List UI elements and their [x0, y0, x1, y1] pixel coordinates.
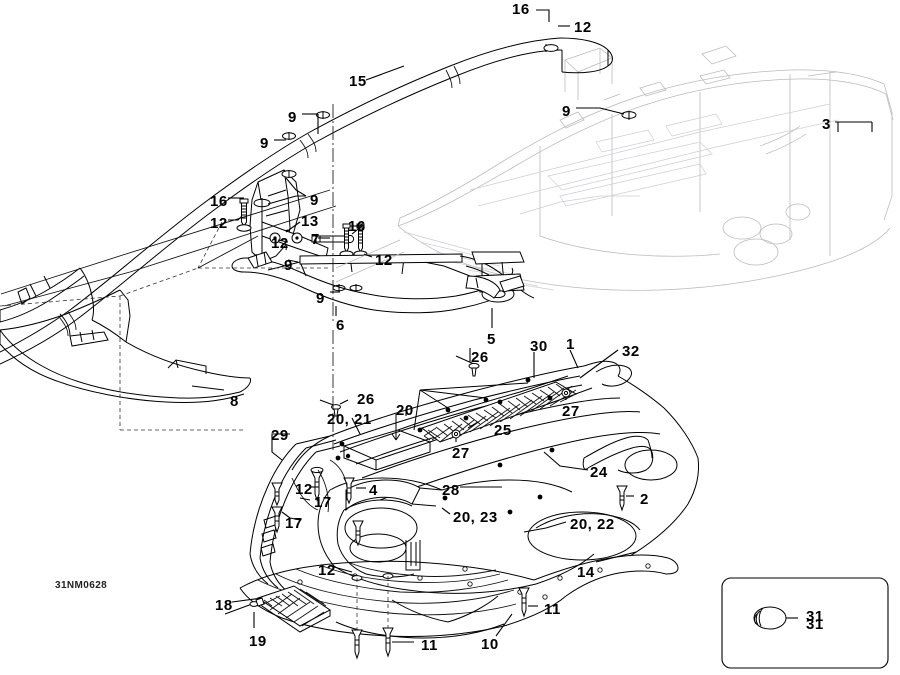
callout-12-c12a: 12 [574, 19, 592, 36]
callout-17-c17a: 17 [314, 494, 332, 511]
lower-grille-18 [224, 585, 331, 633]
callout-5-c5: 5 [487, 331, 496, 348]
callout-24-c24: 24 [590, 464, 608, 481]
callout-20--23-c2023: 20, 23 [453, 509, 498, 526]
callout-12-c12e: 12 [295, 481, 313, 498]
callout-31-c31: 31 [806, 616, 824, 633]
callout-20-c20a: 20 [396, 402, 414, 419]
callout-16-c16b: 16 [210, 193, 228, 210]
rivet-17b [271, 506, 283, 534]
callout-6-c6: 6 [336, 317, 345, 334]
callout-12-c12d: 12 [375, 252, 393, 269]
callout-9-c9a: 9 [288, 109, 297, 126]
inner-screw [352, 520, 364, 547]
callout-27-c27b: 27 [452, 445, 470, 462]
callout-28-c28: 28 [442, 482, 460, 499]
callout-2-c2: 2 [640, 491, 649, 508]
callout-4-c4: 4 [369, 482, 378, 499]
callout-32-c32: 32 [622, 343, 640, 360]
bumper-bracket-assembly [236, 111, 637, 292]
callout-9-c9c: 9 [260, 135, 269, 152]
callout-20--22-c2022: 20, 22 [570, 516, 615, 533]
callout-14-c14: 14 [577, 564, 595, 581]
construction-lines [0, 104, 405, 450]
callout-1-c1: 1 [566, 336, 575, 353]
callout-12-c12c: 12 [271, 235, 289, 252]
callout-17-c17b: 17 [285, 515, 303, 532]
callout-8-c8: 8 [230, 393, 239, 410]
detail-inset-panel [721, 577, 889, 669]
callout-16-c16c: 16 [348, 218, 366, 235]
callout-19-c19: 19 [249, 633, 267, 650]
callout-9-c9d: 9 [310, 192, 319, 209]
callout-9-c9b: 9 [562, 103, 571, 120]
grommet-27-center [451, 429, 461, 439]
hood-assembly [291, 355, 699, 557]
callout-29-c29: 29 [271, 427, 289, 444]
hood-fasteners [271, 382, 530, 660]
grommet-27-right [561, 388, 571, 398]
front-bumper-tube [0, 37, 613, 365]
callout-9-c9e: 9 [284, 257, 293, 274]
callout-27-c27a: 27 [562, 403, 580, 420]
reference-code: 31NM0628 [55, 580, 108, 591]
callout-7-c7: 7 [311, 231, 320, 248]
rivet-17a [271, 482, 283, 507]
callout-10-c10: 10 [481, 636, 499, 653]
callout-3-c3: 3 [822, 116, 831, 133]
callout-20--21-c20b: 20, 21 [327, 411, 372, 428]
lower-front-frame [231, 251, 535, 314]
callout-25-c25: 25 [494, 422, 512, 439]
front-bumper-trim-8 [0, 267, 251, 403]
callout-12-c12f: 12 [318, 562, 336, 579]
rivet-12-17 [310, 466, 324, 502]
callout-26-c26b: 26 [357, 391, 375, 408]
rivet-11-bottom [382, 627, 394, 658]
rivet-11-bottom-left [351, 629, 363, 660]
callout-26-c26a: 26 [471, 349, 489, 366]
callout-13-c13: 13 [301, 213, 319, 230]
push-rivet-26-upper [455, 355, 480, 377]
callout-11-c11a: 11 [544, 601, 561, 618]
callout-30-c30: 30 [530, 338, 548, 355]
callout-18-c18: 18 [215, 597, 233, 614]
screw-16-left [236, 198, 252, 232]
callout-9-c9f: 9 [316, 290, 325, 307]
callout-leaders [191, 9, 873, 643]
callout-11-c11b: 11 [421, 637, 438, 654]
push-rivet-2 [616, 485, 628, 512]
callout-31: 31 [806, 608, 824, 625]
belly-pan-assembly [239, 554, 679, 639]
callout-12-c12b: 12 [210, 215, 228, 232]
chassis-ghost-artwork [397, 45, 894, 291]
rivet-11-right [518, 587, 530, 618]
callout-16-c16a: 16 [512, 1, 530, 18]
callout-15-c15: 15 [349, 73, 367, 90]
